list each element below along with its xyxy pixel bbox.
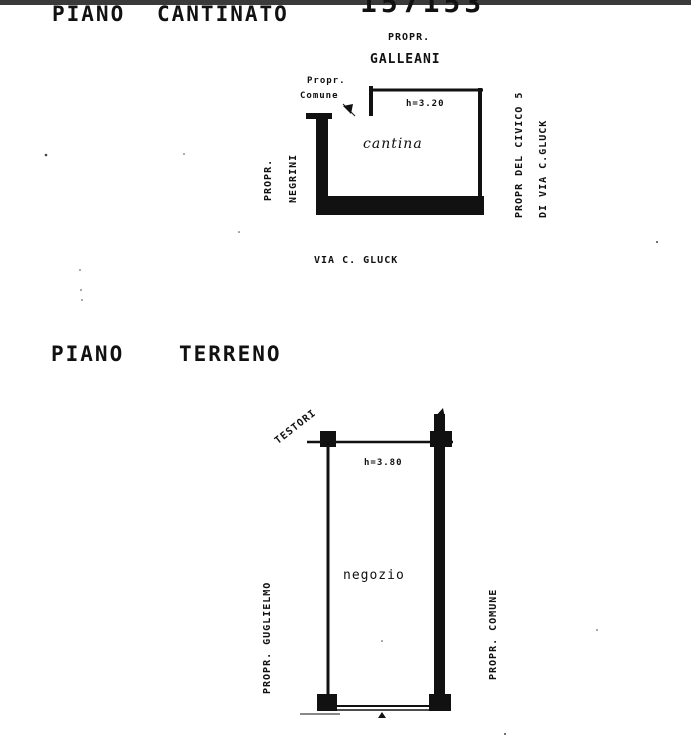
ground-floor-plan (300, 408, 453, 718)
partial-sheet-number: 157153 (360, 0, 486, 19)
basement-title-word2: CANTINATO (157, 2, 289, 26)
north-owner-label-line2: GALLEANI (370, 52, 441, 67)
ground-room-label: negozio (343, 568, 405, 583)
common-owner-label-line2: Comune (300, 91, 339, 101)
basement-height-label: h=3.20 (406, 99, 445, 109)
scan-top-border (0, 0, 691, 5)
common-owner-label-line1: Propr. (307, 76, 346, 86)
basement-plan (306, 86, 484, 215)
basement-title-word1: PIANO (52, 2, 126, 26)
ground-height-label: h=3.80 (364, 458, 403, 468)
ground-title-word1: PIANO (51, 342, 125, 366)
north-owner-label-line1: PROPR. (388, 32, 431, 43)
basement-room-label: cantina (363, 136, 423, 152)
ground-title-word2: TERRENO (179, 342, 282, 366)
street-label: VIA C. GLUCK (314, 255, 399, 266)
scan-noise (44, 153, 658, 735)
